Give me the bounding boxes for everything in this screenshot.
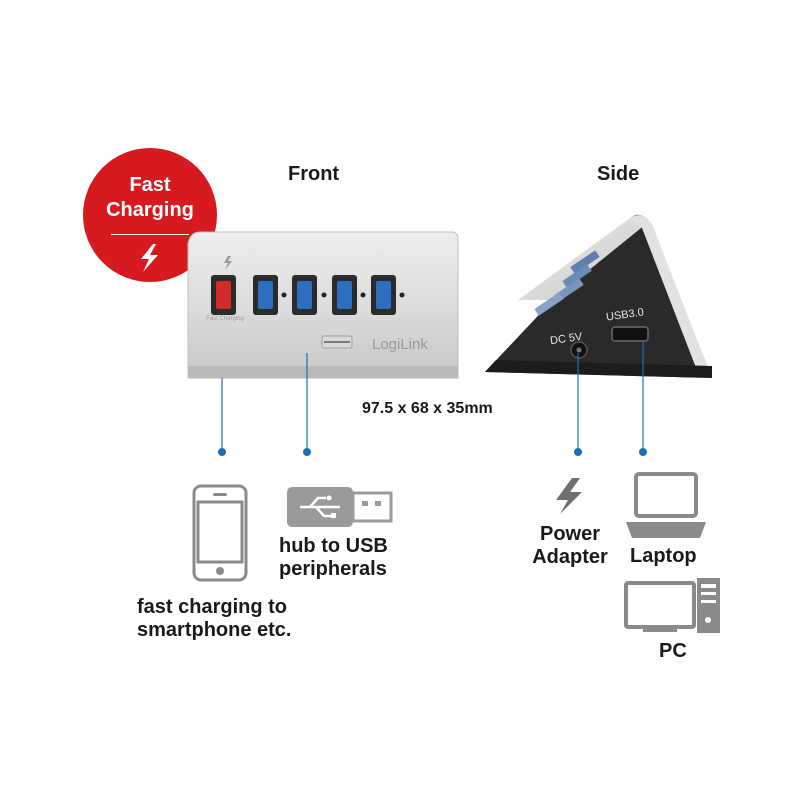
connector-dot bbox=[218, 448, 226, 456]
smartphone-label: fast charging to smartphone etc. bbox=[137, 596, 291, 642]
usb-label-line2: peripherals bbox=[279, 558, 387, 580]
desktop-pc-icon bbox=[624, 578, 720, 633]
badge-divider bbox=[111, 234, 189, 235]
connector-dot bbox=[303, 448, 311, 456]
laptop-icon bbox=[626, 472, 706, 538]
badge-line2: Charging bbox=[106, 199, 194, 221]
usb-port bbox=[253, 275, 278, 315]
hub-side bbox=[485, 214, 712, 378]
fast-charging-port-label: Fast Charging bbox=[206, 316, 244, 322]
power-label-line2: Adapter bbox=[532, 546, 608, 568]
usb-port bbox=[292, 275, 317, 315]
smartphone-icon bbox=[192, 484, 248, 582]
usb-port bbox=[371, 275, 396, 315]
power-adapter-label: Power Adapter bbox=[528, 523, 612, 569]
connector-lines bbox=[221, 340, 644, 452]
lightning-icon bbox=[556, 478, 582, 514]
usb3-port bbox=[611, 326, 649, 342]
front-heading: Front bbox=[288, 163, 340, 185]
laptop-label: Laptop bbox=[630, 545, 697, 567]
smartphone-label-line1: fast charging to bbox=[137, 596, 288, 618]
usb-peripherals-label: hub to USB peripherals bbox=[279, 535, 388, 581]
hub-front bbox=[187, 231, 459, 379]
badge-line1: Fast bbox=[129, 174, 171, 196]
dimensions-text: 97.5 x 68 x 35mm bbox=[362, 400, 493, 417]
connector-dot bbox=[639, 448, 647, 456]
side-heading: Side bbox=[597, 163, 640, 185]
fast-charge-port bbox=[211, 275, 236, 315]
lightning-icon bbox=[141, 244, 158, 272]
connector-dot bbox=[574, 448, 582, 456]
fast-charging-badge: Fast Charging bbox=[83, 148, 228, 282]
usb-stick-icon bbox=[287, 487, 393, 527]
usb-port bbox=[332, 275, 357, 315]
power-label-line1: Power bbox=[539, 523, 601, 545]
pc-label: PC bbox=[659, 640, 687, 662]
brand-logo: LogiLink bbox=[372, 336, 428, 353]
usb-label-line1: hub to USB bbox=[279, 535, 388, 557]
small-lightning-icon bbox=[224, 256, 232, 270]
smartphone-label-line2: smartphone etc. bbox=[137, 619, 292, 641]
usb-superspeed-logo bbox=[321, 335, 353, 349]
